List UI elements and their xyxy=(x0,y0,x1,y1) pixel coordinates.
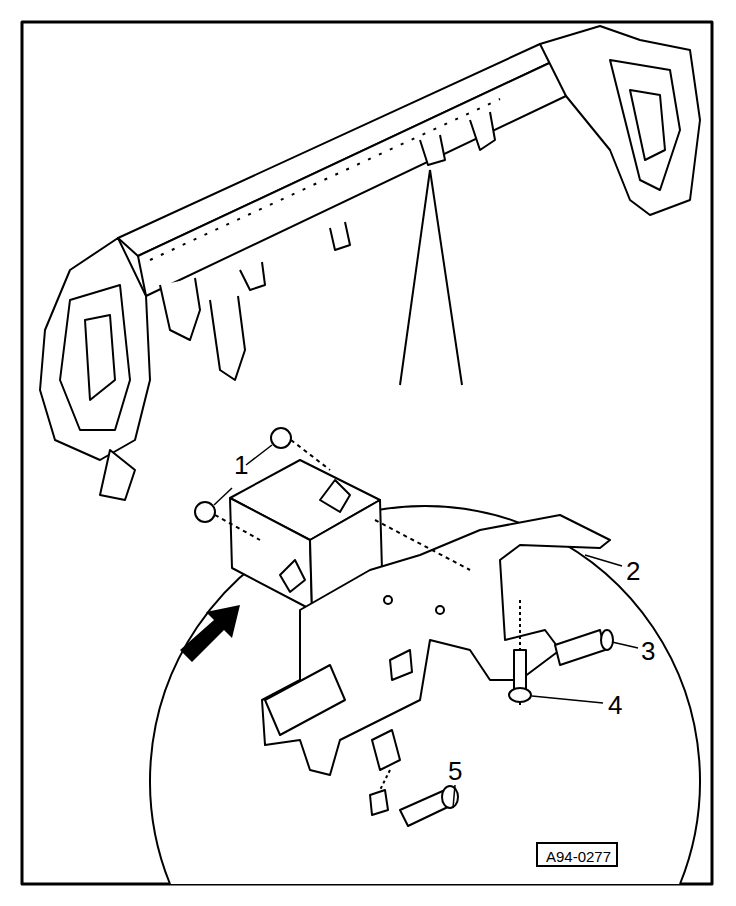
view-arrow xyxy=(180,605,240,662)
callout-number: 1 xyxy=(234,452,248,478)
bolt xyxy=(509,650,531,702)
zoom-line xyxy=(400,170,430,385)
cross-member xyxy=(40,26,700,500)
figure-number: A94-0277 xyxy=(546,849,608,864)
bolt xyxy=(370,786,458,826)
callout-number: 3 xyxy=(641,638,655,664)
nut xyxy=(195,502,215,522)
figure-number-box: A94-0277 xyxy=(536,842,618,867)
zoom-line xyxy=(430,170,462,385)
bracket xyxy=(262,515,610,775)
callout-number: 4 xyxy=(608,692,622,718)
bolt xyxy=(555,630,613,665)
callout-number: 5 xyxy=(448,758,462,784)
callout-number: 2 xyxy=(626,558,640,584)
frame xyxy=(22,22,712,884)
nut xyxy=(271,428,291,448)
